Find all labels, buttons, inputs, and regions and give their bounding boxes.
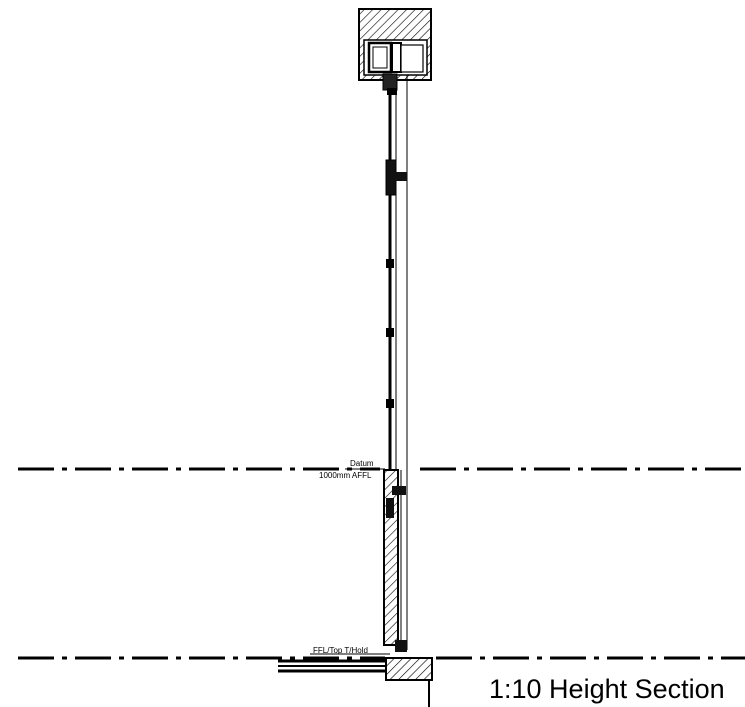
- section-title: 1:10 Height Section: [489, 674, 725, 704]
- lower-panel: [383, 469, 407, 652]
- datum-label: Datum: [350, 459, 374, 468]
- datum-height-label: 1000mm AFFL: [319, 471, 372, 480]
- floor-sill: [278, 657, 433, 707]
- head-detail: [358, 8, 432, 95]
- floor-level-label: FFL/Top T/Hold: [313, 646, 368, 655]
- connection-nodes: [386, 259, 394, 408]
- transom-bracket: [385, 159, 407, 196]
- ffl-line: [18, 653, 745, 660]
